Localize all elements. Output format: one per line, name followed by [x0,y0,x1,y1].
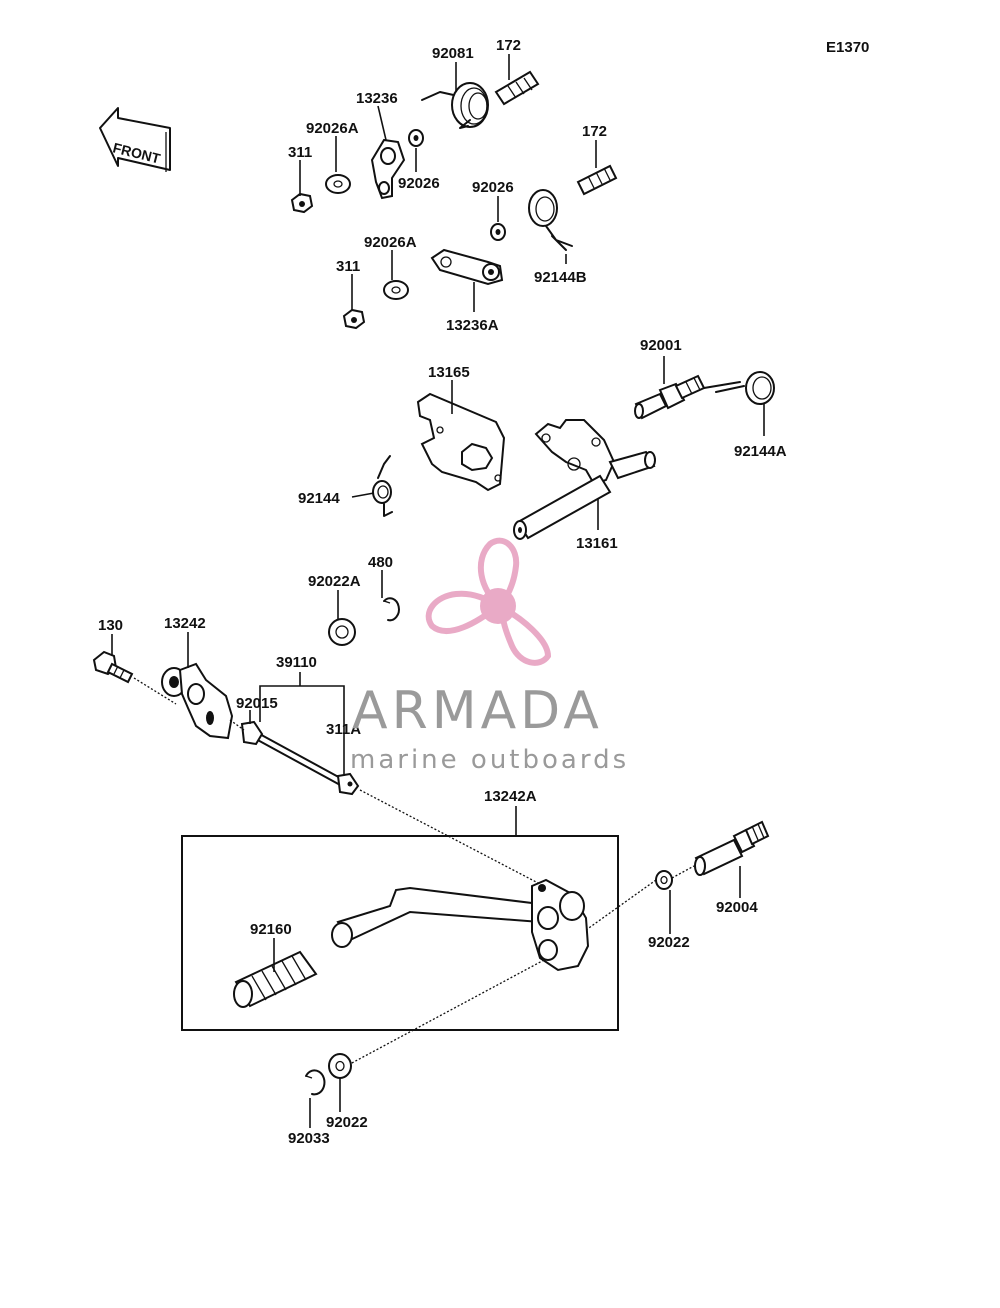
part-label: 39110 [276,654,317,671]
joint-13242-icon [161,662,234,740]
pin-172-top-icon [494,70,540,106]
part-label: 13236A [446,317,499,334]
front-arrow-icon: FRONT [99,107,171,172]
part-label: 311A [326,721,361,738]
pedal-13242a-icon [331,878,590,972]
rod-39110-icon [240,720,360,796]
nut-311-top-icon [290,192,314,214]
part-label: 13236 [356,90,398,107]
circlip-92033-icon [305,1069,326,1096]
footpeg-rubber-92160-icon [233,950,318,1008]
part-label: 480 [368,554,393,571]
part-label: 92026 [472,179,514,196]
part-label: 92001 [640,337,682,354]
lever-13236a-icon [430,248,504,286]
pin-92001-icon [634,374,706,420]
washer-92026a-top-icon [325,174,351,194]
part-label: 13242 [164,615,206,632]
watermark-tagline: marine outboards [350,745,629,775]
washer-92022-bottom-icon [328,1053,352,1079]
washer-92026a-lower-icon [383,280,409,300]
part-label: 172 [582,123,607,140]
part-label: 130 [98,617,123,634]
part-label: 92081 [432,45,474,62]
part-label: 92022 [326,1114,368,1131]
part-label: 311 [288,144,312,161]
watermark-brand: ARMADA [352,681,603,741]
part-label: 92026 [398,175,440,192]
part-labels: 92081 172 13236 92026A 311 92026 172 920… [98,37,787,1147]
washer-92022a-icon [328,618,356,646]
pivot-92004-icon [694,820,770,876]
part-label: 92144A [734,443,787,460]
circlip-480-icon [383,597,400,622]
part-label: 92144B [534,269,587,286]
part-label: 92015 [236,695,278,712]
shaft-13161-icon [513,419,656,540]
bolt-130-icon [92,650,134,684]
washer-92022-right-icon [655,870,673,890]
pedal-assembly-box [181,835,619,1031]
pin-172-right-icon [576,164,618,196]
spring-92144a-icon [703,371,775,405]
spring-92144-icon [372,455,393,517]
part-label: 92160 [250,921,292,938]
part-label: 13165 [428,364,470,381]
lever-13236-icon [370,138,406,200]
leader-lines [111,54,765,1128]
plate-13165-icon [416,392,506,492]
washer-92026-upper-icon [408,129,424,147]
spring-92081-icon [421,82,489,129]
part-label: 13242A [484,788,537,805]
diagram-code: E1370 [826,39,869,56]
part-label: 92022 [648,934,690,951]
spring-92144b-icon [528,189,573,251]
armada-watermark: ARMADA marine outboards [350,537,629,775]
part-label: 172 [496,37,521,54]
part-label: 92026A [364,234,417,251]
part-label: 92026A [306,120,359,137]
propeller-logo-icon [425,537,552,666]
part-label: 92004 [716,899,758,916]
part-label: 92144 [298,490,340,507]
part-label: 92022A [308,573,361,590]
part-label: 311 [336,258,360,275]
part-label: 92033 [288,1130,330,1147]
nut-311-lower-icon [342,308,366,330]
washer-92026-mid-icon [490,223,506,241]
part-label: 13161 [576,535,618,552]
